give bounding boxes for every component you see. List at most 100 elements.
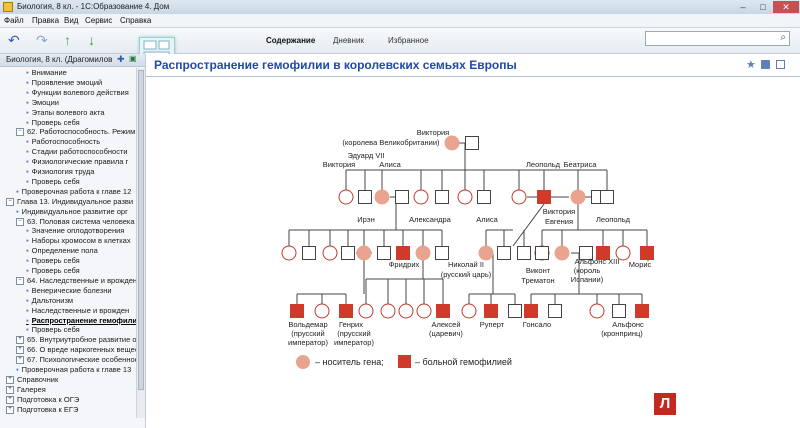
- pedigree-diagram: Виктория (королева Великобритании) Викто…: [281, 128, 654, 369]
- tree-item[interactable]: ▪Наследственные и врожден: [0, 306, 145, 316]
- menu-file[interactable]: Файл: [4, 16, 24, 25]
- tree-item[interactable]: ▪Дальтонизм: [0, 296, 145, 306]
- tree-item[interactable]: ▪Внимание: [0, 68, 145, 78]
- tree-item[interactable]: ▪Проверь себя: [0, 266, 145, 276]
- menu-help[interactable]: Справка: [120, 16, 152, 25]
- tree-item-label: Физиология труда: [31, 167, 95, 176]
- tree-item[interactable]: ▪Стадии работоспособности: [0, 147, 145, 157]
- tree-item[interactable]: ▪Физиология труда: [0, 167, 145, 177]
- label-genrih-sub1: (прусский: [337, 329, 370, 338]
- label-nikolay-sub: (русский царь): [441, 270, 492, 279]
- tree-item[interactable]: ▪Значение оплодотворения: [0, 226, 145, 236]
- minus-icon[interactable]: −: [16, 217, 24, 226]
- tree-item[interactable]: +67. Психологические особеннос: [0, 355, 145, 365]
- tree-item[interactable]: ▪Функции волевого действия: [0, 88, 145, 98]
- label-moris: Морис: [629, 260, 652, 269]
- tree-item[interactable]: +Подготовка к ЕГЭ: [0, 405, 142, 415]
- tree-item-label: Подготовка к ЕГЭ: [17, 404, 79, 414]
- down-arrow-icon[interactable]: ↓: [88, 32, 95, 48]
- search-input[interactable]: ⌕: [645, 31, 790, 46]
- tree-item-label: Физиологические правила г: [31, 157, 129, 167]
- label-evgenia: Евгения: [545, 217, 573, 226]
- menu-view[interactable]: Вид: [64, 16, 79, 25]
- tree-item[interactable]: ▪Проверочная работа к главе 12: [0, 186, 145, 197]
- tree-item[interactable]: ▪Определение пола: [0, 246, 145, 256]
- tree-item[interactable]: ▪Эмоции: [0, 98, 145, 108]
- female-node: [615, 245, 631, 261]
- tree-item[interactable]: ▪Индивидуальное развитие орг: [0, 207, 145, 217]
- tab-contents[interactable]: Содержание: [266, 36, 316, 45]
- close-button[interactable]: ✕: [773, 1, 799, 13]
- tree-item[interactable]: ▪Венерические болезни: [0, 285, 145, 296]
- tree-item[interactable]: +Подготовка к ОГЭ: [0, 395, 142, 405]
- female-node: [358, 303, 374, 319]
- male-node: [436, 304, 450, 318]
- forward-arrow-icon[interactable]: ↷: [36, 32, 48, 48]
- plus-icon[interactable]: +: [6, 375, 14, 384]
- tree-item-label: Проверь себя: [31, 117, 80, 127]
- tree-item[interactable]: ▪Проверь себя: [0, 325, 145, 335]
- back-arrow-icon[interactable]: ↶: [8, 32, 20, 48]
- maximize-button[interactable]: □: [760, 2, 766, 12]
- tree-item[interactable]: +Галерея: [0, 385, 142, 395]
- bullet-icon: ▪: [26, 226, 29, 236]
- plus-icon[interactable]: +: [16, 336, 24, 345]
- collapse-sidebar-icon[interactable]: ▣: [129, 54, 137, 63]
- list-icon[interactable]: [776, 60, 785, 69]
- save-icon[interactable]: [761, 60, 770, 69]
- plus-icon[interactable]: +: [16, 346, 24, 355]
- minus-icon[interactable]: −: [6, 197, 14, 206]
- tree-item[interactable]: +66. О вреде наркогенных вещес: [0, 345, 145, 355]
- up-arrow-icon[interactable]: ↑: [64, 32, 71, 48]
- label-alfons-sub2: Испании): [571, 275, 604, 284]
- tree-item[interactable]: ▪Проверь себя: [0, 117, 145, 128]
- sidebar: Биология, 8 кл. (Драгомилов ✚ ▣ ▪Внимани…: [0, 54, 146, 428]
- tree-item[interactable]: ▪Проявление эмоций: [0, 77, 145, 88]
- legend-hemophilia-marker: [398, 355, 411, 368]
- tree-item[interactable]: ▪Распространение гемофили: [0, 316, 145, 326]
- tree-item[interactable]: ▪Физиологические правила г: [0, 157, 145, 167]
- minus-icon[interactable]: −: [16, 276, 24, 285]
- expand-all-icon[interactable]: ✚: [117, 54, 125, 64]
- tree-item-label: Наборы хромосом в клетках: [31, 236, 131, 246]
- tab-diary[interactable]: Дневник: [333, 36, 364, 45]
- plus-icon[interactable]: +: [6, 405, 14, 414]
- female-node: [461, 303, 477, 319]
- tree-item[interactable]: ▪Проверочная работа к главе 13: [0, 365, 145, 375]
- tree-item-label: Проверь себя: [31, 266, 80, 275]
- title-divider: [146, 76, 800, 77]
- tab-favorites[interactable]: Избранное: [388, 36, 429, 45]
- tree-item[interactable]: −64. Наследственные и врожден: [0, 276, 145, 286]
- tree-item[interactable]: −Глава 13. Индивидуальное разви: [0, 197, 142, 207]
- tree-item-label: Глава 13. Индивидуальное разви: [17, 196, 134, 206]
- plus-icon[interactable]: +: [6, 385, 14, 394]
- tree-item[interactable]: ▪Проверь себя: [0, 177, 145, 187]
- male-node: [497, 246, 511, 260]
- scroll-thumb[interactable]: [138, 70, 144, 390]
- sidebar-scrollbar[interactable]: [136, 68, 145, 418]
- male-node: [600, 190, 614, 204]
- search-icon[interactable]: ⌕: [780, 32, 786, 43]
- plus-icon[interactable]: +: [16, 356, 24, 365]
- tree-item[interactable]: +Справочник: [0, 375, 142, 385]
- tree-item-label: 66. О вреде наркогенных вещес: [27, 345, 139, 355]
- menu-edit[interactable]: Правка: [32, 16, 60, 25]
- tree-item[interactable]: −62. Работоспособность. Режим: [0, 127, 145, 137]
- menu-service[interactable]: Сервис: [85, 16, 113, 25]
- tree-item[interactable]: ▪Наборы хромосом в клетках: [0, 236, 145, 246]
- bullet-icon: ▪: [26, 256, 29, 266]
- tree-item[interactable]: ▪Проверь себя: [0, 256, 145, 266]
- minus-icon[interactable]: −: [16, 128, 24, 137]
- course-title: Биология, 8 кл. (Драгомилов: [6, 55, 113, 64]
- tree-item-label: Венерические болезни: [31, 285, 112, 295]
- tree-item[interactable]: +65. Внутриутробное развитие о: [0, 335, 145, 345]
- tree-item[interactable]: −63. Половая система человека: [0, 217, 145, 227]
- tree-item[interactable]: ▪Работоспособность: [0, 137, 145, 147]
- tree-item-label: Проверочная работа к главе 12: [21, 186, 132, 196]
- plus-icon[interactable]: +: [6, 395, 14, 404]
- menu-bar: Файл Правка Вид Сервис Справка: [0, 14, 800, 28]
- minimize-button[interactable]: –: [740, 2, 746, 12]
- bullet-icon: ▪: [26, 77, 29, 87]
- star-icon[interactable]: ★: [746, 59, 756, 71]
- tree-item[interactable]: ▪Этапы волевого акта: [0, 108, 145, 118]
